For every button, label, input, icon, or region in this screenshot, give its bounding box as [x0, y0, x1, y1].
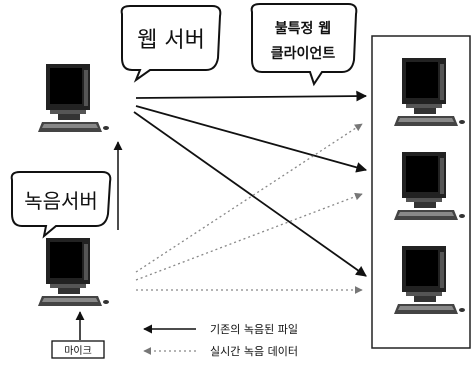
clients-label-line2: 클라이언트: [271, 45, 336, 62]
client-computer-1: [394, 58, 465, 126]
recording-server-computer: [38, 238, 109, 306]
microphone-label: 마이크: [64, 345, 92, 357]
web-to-client-3-arrow: [133, 111, 367, 277]
recorder-to-client-1-arrow: [135, 123, 363, 273]
legend-dashed-label: 실시간 녹음 데이터: [210, 345, 298, 358]
recording-server-bubble: 녹음서버: [10, 171, 112, 239]
client-panel: [371, 35, 471, 349]
clients-bubble: 불특정 웹 클라이언트: [250, 3, 358, 87]
web-to-client-1-arrow: [135, 90, 368, 102]
recorder-to-client-2-arrow: [135, 192, 363, 281]
web-to-client-2-arrow: [135, 105, 368, 173]
legend-solid-label: 기존의 녹음된 파일: [210, 322, 298, 336]
clients-label-line1: 불특정 웹: [275, 20, 331, 37]
web-server-computer: [38, 64, 109, 132]
web-server-label: 웹 서버: [137, 28, 205, 53]
web-server-bubble: 웹 서버: [120, 5, 222, 83]
client-computer-3: [394, 246, 465, 314]
legend: 기존의 녹음된 파일 실시간 녹음 데이터: [143, 322, 298, 358]
recording-server-label: 녹음서버: [24, 189, 98, 213]
client-computer-2: [394, 152, 465, 220]
microphone-box: 마이크: [51, 340, 105, 359]
